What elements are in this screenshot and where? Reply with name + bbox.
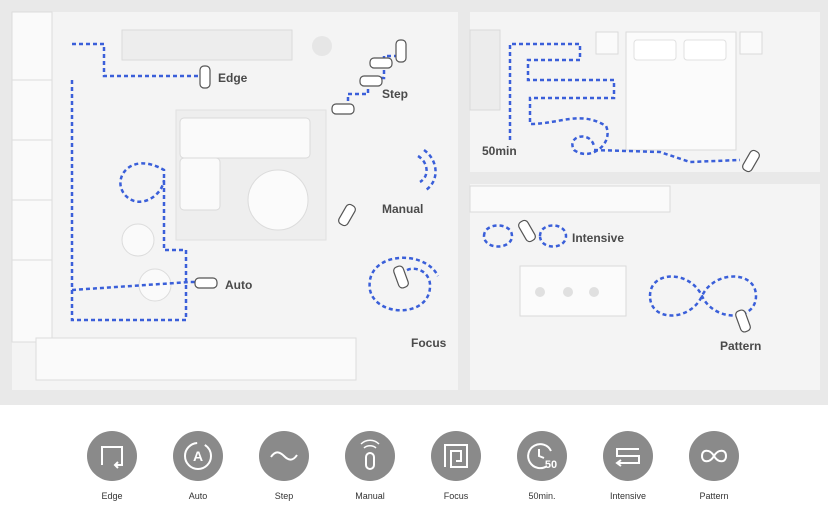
focus-icon — [431, 431, 481, 481]
mode-step: Step — [244, 423, 324, 501]
mode-label: Focus — [443, 491, 469, 501]
fifty-min-label: 50min — [482, 144, 517, 158]
mode-focus: Focus — [416, 423, 496, 501]
mode-edge: Edge — [72, 423, 152, 501]
fifty-min-path — [508, 42, 741, 164]
manual-waves — [417, 148, 437, 192]
mode-label: Pattern — [699, 491, 729, 501]
timer-icon: 50 — [517, 431, 567, 481]
step-icon — [259, 431, 309, 481]
robot-units — [194, 39, 760, 333]
mode-auto: A Auto — [158, 423, 238, 501]
focus-path — [368, 256, 440, 312]
mode-label: 50min. — [528, 491, 556, 501]
edge-label: Edge — [218, 71, 248, 85]
window-wall — [11, 11, 53, 343]
dining-furniture — [469, 185, 671, 317]
pattern-label: Pattern — [720, 339, 762, 353]
infinity-icon — [689, 431, 739, 481]
auto-label: Auto — [225, 278, 253, 292]
mode-icon-bar: Edge A Auto Step Manual Focus 50 50min. — [0, 405, 828, 519]
floor-plan-illustration — [0, 0, 828, 405]
intensive-icon — [603, 431, 653, 481]
auto-icon: A — [173, 431, 223, 481]
bedroom-furniture — [469, 29, 763, 151]
mode-label: Intensive — [609, 491, 647, 501]
mode-fifty-min: 50 50min. — [502, 423, 582, 501]
mode-manual: Manual — [330, 423, 410, 501]
mode-label: Step — [274, 491, 294, 501]
mode-pattern: Pattern — [674, 423, 754, 501]
focus-label: Focus — [411, 336, 447, 350]
mode-intensive: Intensive — [588, 423, 668, 501]
edge-icon — [87, 431, 137, 481]
mode-label: Manual — [355, 491, 385, 501]
step-label: Step — [382, 87, 409, 101]
pattern-path — [648, 275, 758, 317]
remote-icon — [345, 431, 395, 481]
intensive-label: Intensive — [572, 231, 625, 245]
living-furniture — [35, 29, 357, 381]
manual-label: Manual — [382, 202, 424, 216]
timer-icon-number: 50 — [545, 459, 557, 471]
edge-path — [72, 42, 200, 78]
intensive-path — [482, 224, 568, 248]
auto-icon-letter: A — [193, 448, 203, 464]
mode-label: Auto — [188, 491, 208, 501]
mode-label: Edge — [101, 491, 123, 501]
